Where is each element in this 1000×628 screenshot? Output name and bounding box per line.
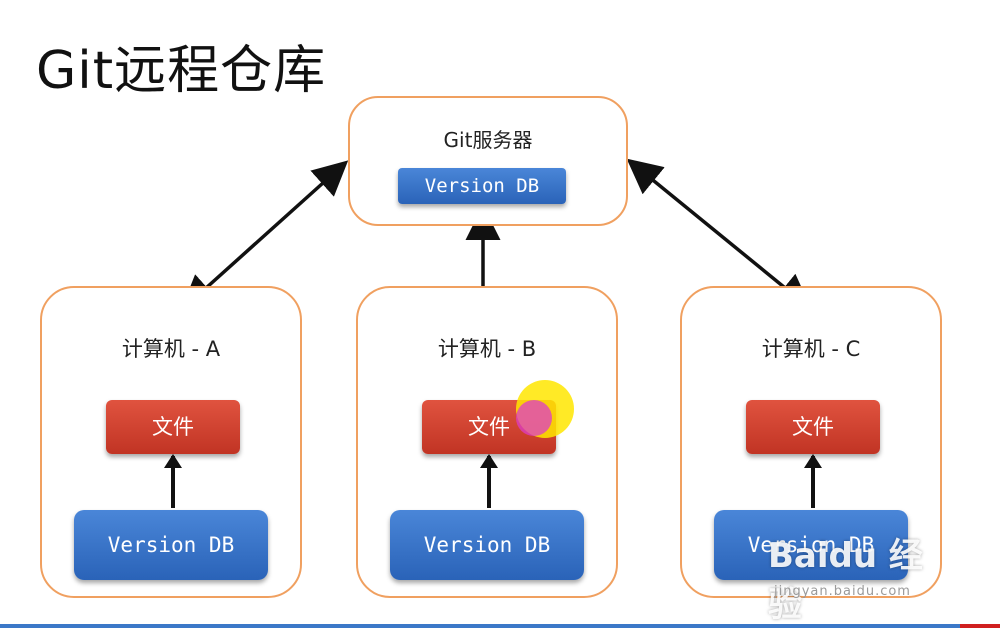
computer-a-box: 计算机 - A 文件 Version DB	[40, 286, 302, 598]
arrow-server-a	[180, 160, 349, 311]
computer-b-label: 计算机 - B	[437, 337, 537, 361]
computer-a-label: 计算机 - A	[121, 337, 221, 361]
computer-c-file: 文件	[746, 400, 880, 454]
computer-c-up-arrow	[804, 454, 822, 508]
computer-b-box: 计算机 - B 文件 Version DB	[356, 286, 618, 598]
computer-a-version-db: Version DB	[74, 510, 268, 580]
computer-b-version-db: Version DB	[390, 510, 584, 580]
computer-b-up-arrow	[480, 454, 498, 508]
cursor-highlight	[516, 380, 574, 438]
computer-a-up-arrow	[164, 454, 182, 508]
watermark-url: jingyan.baidu.com	[774, 584, 911, 599]
page-title: Git远程仓库	[36, 41, 327, 101]
computer-a-file: 文件	[106, 400, 240, 454]
computer-c-label: 计算机 - C	[761, 337, 861, 361]
watermark-logo: Baidu 经验	[768, 536, 923, 625]
server-label: Git服务器	[443, 128, 533, 152]
bottom-bar-accent	[960, 624, 1000, 628]
bottom-bar	[0, 624, 1000, 628]
baidu-watermark: Baidu 经验 jingyan.baidu.com	[740, 518, 950, 625]
computer-c-version-db: Version DB	[714, 510, 908, 580]
arrow-server-c	[626, 158, 812, 310]
server-version-db: Version DB	[398, 168, 566, 204]
computer-c-box: 计算机 - C 文件 Version DB	[680, 286, 942, 598]
git-server-box: Git服务器 Version DB	[348, 96, 628, 226]
